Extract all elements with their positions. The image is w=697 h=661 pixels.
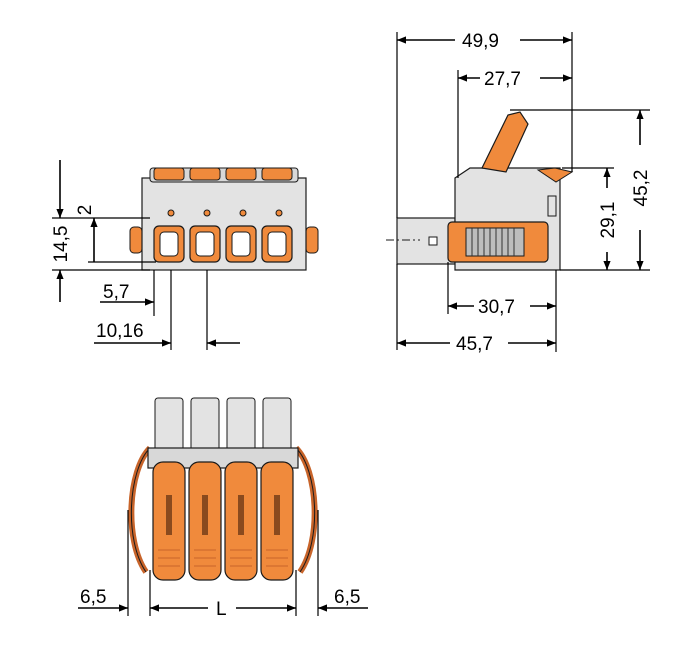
side-plug	[396, 217, 456, 265]
lever-mark-1	[166, 495, 172, 535]
dim-45-7: 45,7	[456, 334, 493, 355]
front-housing-top	[149, 167, 299, 183]
right-latch	[305, 226, 319, 254]
lever-mark-3	[238, 495, 244, 535]
side-detail	[547, 195, 557, 217]
test-hole-4	[275, 209, 283, 217]
dim-2: 2	[75, 205, 96, 216]
lever-top-4	[261, 167, 293, 181]
test-hole-2	[203, 209, 211, 217]
lever-mark-2	[202, 495, 208, 535]
dim-45-2: 45,2	[631, 170, 652, 207]
side-plug-window	[428, 236, 438, 246]
clamp-hole-2	[195, 231, 215, 257]
dim-30-7: 30,7	[478, 297, 515, 318]
lever-top-2	[189, 167, 221, 181]
side-lever	[481, 111, 529, 173]
dim-5-7: 5,7	[103, 282, 129, 303]
lever-mark-4	[274, 495, 280, 535]
dim-6-5-right: 6,5	[334, 587, 360, 608]
left-latch	[129, 226, 143, 254]
clamp-hole-3	[231, 231, 251, 257]
dim-14-5: 14,5	[51, 226, 72, 263]
top-right-latch	[293, 445, 318, 574]
top-housing	[147, 447, 299, 469]
lever-top-3	[225, 167, 257, 181]
top-view: 6,5 L 6,5	[78, 397, 368, 620]
lever-top-1	[153, 167, 185, 181]
clamp-hole-4	[267, 231, 287, 257]
test-hole-1	[167, 209, 175, 217]
dim-29-1: 29,1	[598, 202, 619, 239]
test-hole-3	[239, 209, 247, 217]
dim-10-16: 10,16	[96, 321, 144, 342]
clamp-hole-1	[159, 231, 179, 257]
side-clamp-window	[465, 227, 525, 257]
dim-6-5-left: 6,5	[80, 587, 106, 608]
dim-27-7: 27,7	[484, 69, 521, 90]
dim-49-9: 49,9	[462, 31, 499, 52]
side-view: 49,9 27,7 45,2 29,1 30,7 45,7	[386, 31, 652, 355]
top-left-latch	[128, 445, 153, 574]
front-view: 14,5 2 5,7 10,16	[51, 160, 319, 350]
dim-L: L	[216, 599, 227, 620]
